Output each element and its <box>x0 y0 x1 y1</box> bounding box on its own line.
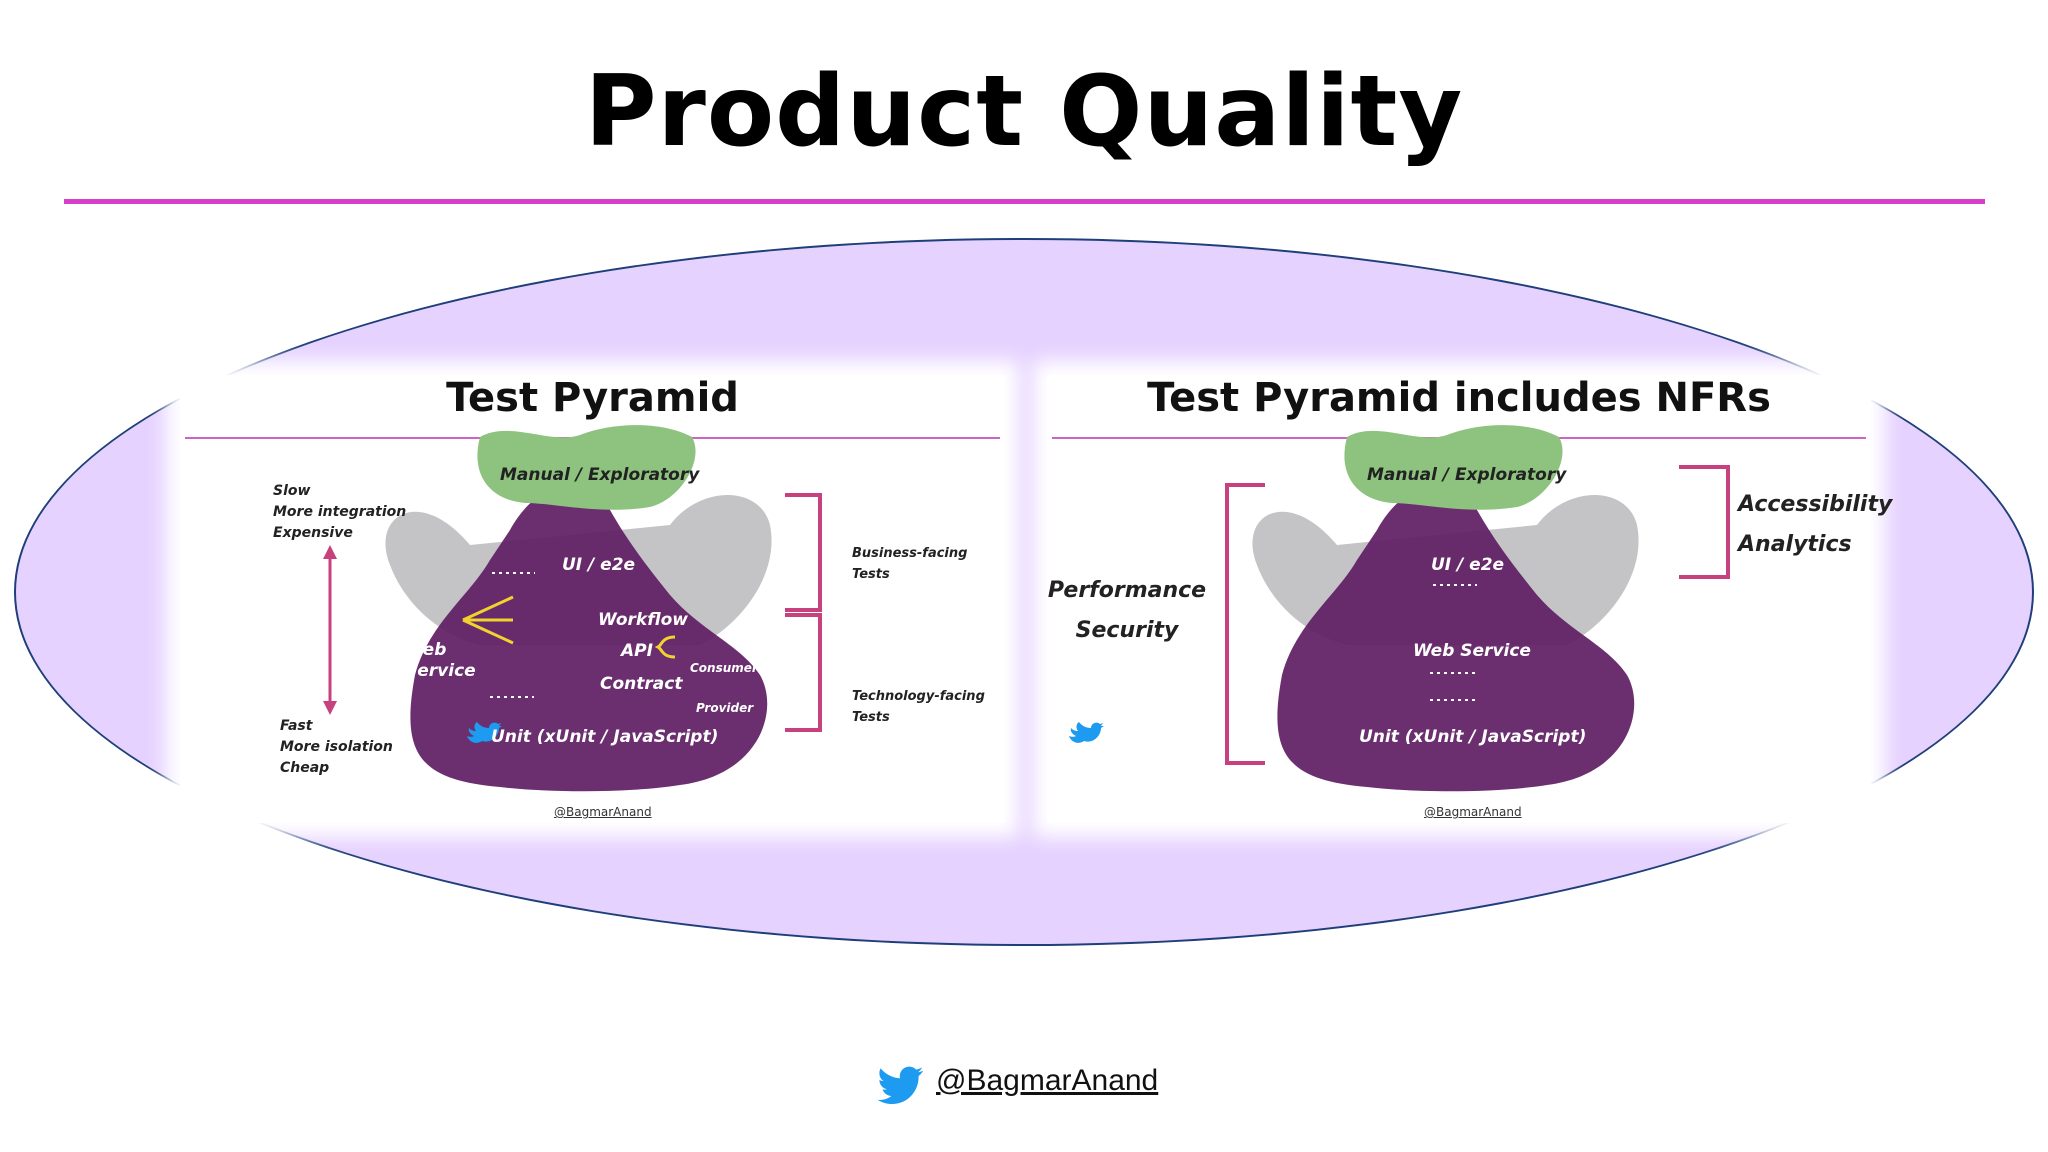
title-divider <box>64 199 1985 204</box>
panel-handle[interactable]: @BagmarAnand <box>554 805 652 819</box>
unit-label: Unit (xUnit / JavaScript) <box>491 727 719 747</box>
business-facing-label: Business-facing Tests <box>852 546 968 582</box>
purple-pyramid <box>1277 485 1635 792</box>
green-leaf <box>1344 425 1563 510</box>
fast-notes: Fast More isolation Cheap <box>280 718 393 776</box>
panel-handle[interactable]: @BagmarAnand <box>1424 805 1522 819</box>
panel-title: Test Pyramid <box>446 375 739 421</box>
slow-notes: Slow More integration Expensive <box>273 483 407 541</box>
panel-title: Test Pyramid includes NFRs <box>1147 375 1771 421</box>
workflow-label: Workflow <box>598 610 688 630</box>
web-service-label: Web Service <box>405 640 476 681</box>
manual-exploratory-label: Manual / Exploratory <box>1367 465 1567 485</box>
business-bracket <box>785 493 822 612</box>
workflow-arrow <box>462 595 514 622</box>
api-label: API <box>621 641 653 661</box>
provider-label: Provider <box>696 701 754 715</box>
web-service-label: Web Service <box>1413 641 1531 661</box>
nfr-pyramid-panel: Test Pyramid includes NFRs Manual / Expl… <box>1047 375 1892 823</box>
technology-bracket <box>785 613 822 732</box>
ui-e2e-label: UI / e2e <box>562 555 636 575</box>
twitter-bird-icon <box>877 1066 924 1104</box>
technology-facing-label: Technology-facing Tests <box>852 689 985 725</box>
contract-brace <box>654 635 676 659</box>
test-pyramid-panel: Test Pyramid Manual / Exploratory UI / e… <box>180 375 1005 823</box>
performance-security-label: Performance Security <box>1047 578 1207 643</box>
contract-label: Contract <box>600 674 683 694</box>
slide-title: Product Quality <box>584 55 1464 169</box>
speed-arrow-up <box>323 545 337 559</box>
nfr-right-bracket <box>1679 465 1730 579</box>
pyramid-diagram <box>1069 425 1730 792</box>
mini-twitter-bird-icon <box>1069 722 1104 743</box>
nfr-left-bracket <box>1225 483 1265 765</box>
contract-arrow <box>462 618 514 645</box>
purple-pyramid <box>410 485 768 792</box>
pyramid-diagram <box>323 425 822 792</box>
footer-handle-link[interactable]: @BagmarAnand <box>936 1064 1159 1097</box>
speed-arrow-down <box>323 701 337 715</box>
ui-e2e-label: UI / e2e <box>1431 555 1505 575</box>
unit-label: Unit (xUnit / JavaScript) <box>1359 727 1587 747</box>
green-leaf <box>477 425 696 510</box>
mini-twitter-bird-icon <box>467 722 502 743</box>
accessibility-analytics-label: Accessibility Analytics <box>1738 492 1893 557</box>
manual-exploratory-label: Manual / Exploratory <box>500 465 700 485</box>
consumer-label: Consumer <box>690 661 758 675</box>
